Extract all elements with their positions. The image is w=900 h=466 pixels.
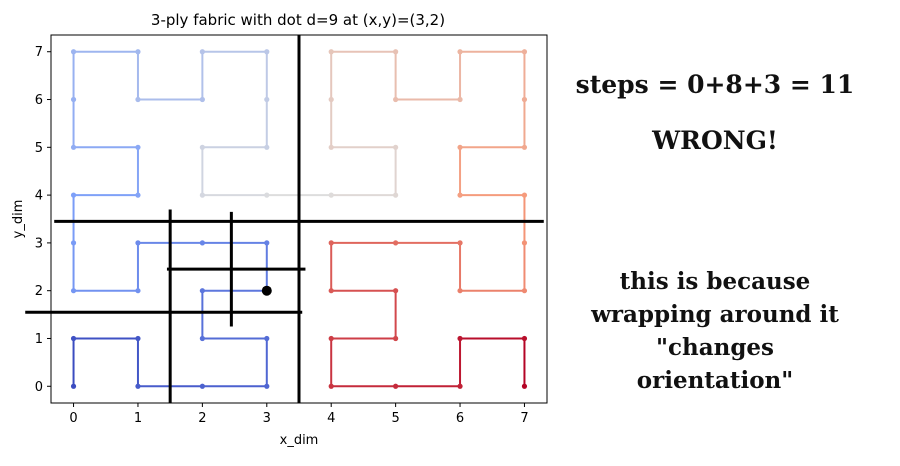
marked-dot	[261, 285, 272, 296]
path-point	[393, 192, 399, 198]
explanation-annotation: this is because wrapping around it "chan…	[591, 268, 839, 394]
path-point	[135, 192, 141, 198]
path-point	[199, 383, 205, 389]
path-point	[328, 49, 334, 55]
path-point	[521, 288, 528, 294]
x-axis-ticks: 0 1 2 3 4 5 6 7	[69, 403, 529, 426]
path-point	[328, 335, 334, 342]
path-point	[199, 49, 205, 55]
path-point	[393, 144, 399, 150]
path-point	[328, 240, 334, 246]
path-point	[264, 240, 270, 246]
x-axis-label: x_dim	[280, 433, 319, 448]
x-tick-label: 3	[263, 411, 271, 426]
path-point	[457, 49, 463, 55]
path-point	[521, 240, 528, 246]
path-point	[135, 144, 141, 150]
path-point	[135, 288, 141, 294]
path-series	[70, 49, 528, 389]
path-point	[521, 335, 528, 342]
path-point	[393, 240, 399, 246]
path-point	[70, 335, 77, 342]
fold-lines	[25, 35, 544, 403]
path-point	[521, 192, 528, 198]
x-tick-label: 0	[69, 411, 77, 426]
path-point	[70, 240, 77, 246]
path-point	[135, 335, 141, 342]
y-tick-label: 4	[35, 189, 43, 204]
path-point	[199, 335, 205, 342]
x-tick-label: 2	[198, 411, 206, 426]
path-point	[457, 240, 463, 246]
path-point	[328, 96, 334, 103]
path-point	[264, 144, 270, 150]
path-point	[264, 383, 270, 389]
y-tick-label: 0	[35, 380, 43, 395]
verdict-annotation: WRONG!	[652, 126, 778, 155]
x-tick-label: 4	[327, 411, 335, 426]
y-axis-label: y_dim	[11, 200, 26, 239]
path-point	[264, 192, 270, 198]
x-tick-label: 5	[391, 411, 399, 426]
path-point	[328, 192, 334, 198]
path-point	[457, 144, 463, 150]
path-point	[393, 288, 399, 294]
path-point	[264, 49, 270, 55]
path-point	[393, 383, 399, 389]
path-point	[135, 96, 141, 103]
path-point	[135, 240, 141, 246]
path-point	[135, 383, 141, 389]
path-point	[70, 288, 77, 294]
path-point	[264, 96, 270, 103]
path-point	[457, 96, 463, 103]
path-point	[199, 192, 205, 198]
y-axis-ticks: 0 1 2 3 4 5 6 7	[35, 45, 51, 395]
path-point	[199, 240, 205, 246]
path-point	[393, 335, 399, 342]
y-tick-label: 1	[35, 332, 43, 347]
y-tick-label: 7	[35, 45, 43, 60]
y-tick-label: 5	[35, 141, 43, 156]
path-point	[328, 144, 334, 150]
path-point	[457, 288, 463, 294]
path-point	[393, 96, 399, 103]
y-tick-label: 2	[35, 284, 43, 299]
path-point	[521, 49, 528, 55]
path-point	[521, 144, 528, 150]
path-point	[199, 288, 205, 294]
path-point	[70, 192, 77, 198]
y-tick-label: 3	[35, 236, 43, 251]
path-point	[199, 96, 205, 103]
steps-annotation: steps = 0+8+3 = 11	[575, 70, 855, 99]
path-point	[328, 288, 334, 294]
path-point	[70, 144, 77, 150]
path-point	[521, 96, 528, 103]
path-point	[70, 96, 77, 103]
path-point	[70, 49, 77, 55]
path-point	[70, 383, 77, 389]
chart-title: 3-ply fabric with dot d=9 at (x,y)=(3,2)	[151, 11, 445, 29]
path-point	[393, 49, 399, 55]
x-tick-label: 7	[520, 411, 528, 426]
path-point	[521, 383, 528, 389]
x-tick-label: 1	[134, 411, 142, 426]
path-point	[199, 144, 205, 150]
path-point	[457, 335, 463, 342]
path-point	[457, 383, 463, 389]
y-tick-label: 6	[35, 93, 43, 108]
path-point	[457, 192, 463, 198]
path-point	[264, 335, 270, 342]
x-tick-label: 6	[456, 411, 464, 426]
path-point	[328, 383, 334, 389]
path-point	[135, 49, 141, 55]
